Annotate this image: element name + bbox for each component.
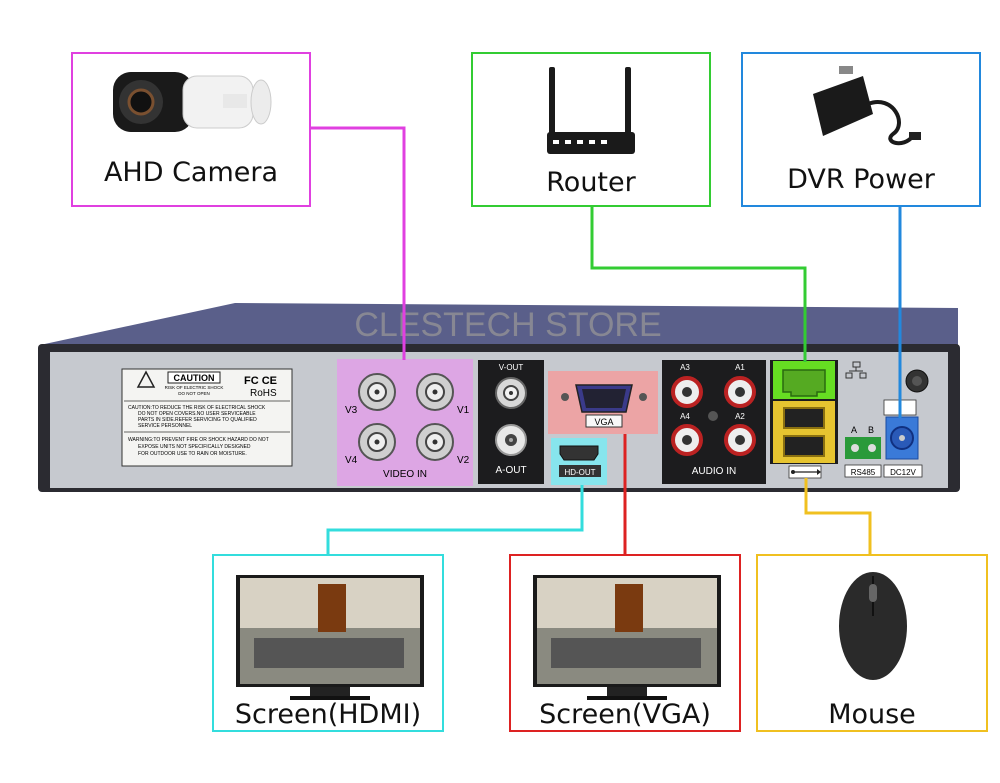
camera-icon bbox=[113, 72, 272, 132]
power-box: DVR Power bbox=[741, 52, 981, 207]
caution-title: CAUTION bbox=[174, 373, 215, 383]
v-out-label: V-OUT bbox=[499, 363, 524, 372]
usb-port-2 bbox=[783, 435, 825, 457]
v1-label: V1 bbox=[457, 405, 470, 416]
v-out-bnc-connector bbox=[495, 377, 527, 409]
caution-label: CAUTION RISK OF ELECTRIC SHOCK DO NOT OP… bbox=[121, 368, 293, 467]
rca-connector-a2 bbox=[724, 424, 756, 456]
mouse-icon bbox=[839, 572, 907, 680]
ground-icon bbox=[905, 369, 929, 393]
warning-line-2: FOR OUTDOOR USE TO RAIN OR MOISTURE. bbox=[138, 451, 247, 457]
panel-screw-icon bbox=[708, 411, 718, 421]
warning-triangle-icon bbox=[136, 370, 156, 388]
hdmi-connection-line bbox=[326, 485, 584, 555]
dvr-top-cover bbox=[40, 303, 958, 345]
hdmi-port bbox=[559, 445, 599, 461]
router-icon bbox=[547, 67, 635, 154]
screen-vga-box: Screen(VGA) bbox=[509, 554, 741, 732]
rca-connector-a3 bbox=[671, 376, 703, 408]
watermark-text: CLESTECH STORE bbox=[354, 306, 661, 344]
bnc-connector-v4 bbox=[358, 423, 396, 461]
warning-line-0: WARNING:TO PREVENT FIRE OR SHOCK HAZARD … bbox=[128, 437, 269, 443]
mouse-box: Mouse bbox=[756, 554, 988, 732]
a2-label: A2 bbox=[735, 412, 745, 421]
v3-label: V3 bbox=[345, 405, 358, 416]
video-in-label: VIDEO IN bbox=[383, 469, 427, 480]
monitor-icon bbox=[533, 575, 721, 700]
monitor-icon bbox=[236, 575, 424, 700]
screen-hdmi-label: Screen(HDMI) bbox=[234, 699, 422, 730]
camera-box: AHD Camera bbox=[71, 52, 311, 207]
rj45-port bbox=[782, 369, 826, 397]
router-box: Router bbox=[471, 52, 711, 207]
vga-port bbox=[561, 384, 647, 413]
rs485-label: RS485 bbox=[851, 468, 876, 477]
caution-line-2: PARTS IN SIDE.REFER SERVICING TO QUALIFI… bbox=[138, 417, 257, 423]
rca-connector-a1 bbox=[724, 376, 756, 408]
usb-symbol-icon bbox=[791, 469, 821, 475]
camera-label: AHD Camera bbox=[103, 157, 279, 188]
camera-connection-line bbox=[310, 126, 406, 360]
caution-line-1: DO NOT OPEN COVERS.NO USER SERVICEABLE bbox=[138, 411, 256, 417]
caution-sub1: RISK OF ELECTRIC SHOCK bbox=[165, 385, 224, 390]
rohs-mark: RoHS bbox=[250, 388, 277, 399]
video-in-highlight bbox=[337, 359, 473, 486]
usb-port-1 bbox=[783, 407, 825, 429]
audio-in-label: AUDIO IN bbox=[692, 466, 736, 477]
hdmi-highlight bbox=[551, 438, 607, 485]
bnc-connector-v3 bbox=[358, 373, 396, 411]
router-label: Router bbox=[546, 167, 636, 198]
power-adapter-icon bbox=[813, 66, 921, 146]
router-connection-line bbox=[590, 207, 807, 362]
caution-line-3: SERVICE PERSONNEL bbox=[138, 423, 192, 429]
a-out-label: A-OUT bbox=[495, 465, 526, 476]
power-label: DVR Power bbox=[787, 164, 935, 195]
warning-line-1: EXPOSE UNITS NOT SPECIFICALLY DESIGNED bbox=[138, 444, 251, 450]
rs485-b-label: B bbox=[868, 425, 874, 435]
v2-label: V2 bbox=[457, 455, 470, 466]
network-icon bbox=[845, 361, 867, 379]
usb-connection-line bbox=[804, 478, 872, 555]
bnc-connector-v2 bbox=[416, 423, 454, 461]
screen-hdmi-box: Screen(HDMI) bbox=[212, 554, 444, 732]
mouse-label: Mouse bbox=[828, 699, 916, 730]
bnc-connector-v1 bbox=[416, 373, 454, 411]
rs485-a-label: A bbox=[851, 425, 857, 435]
caution-line-0: CAUTION:TO REDUCE THE RISK OF ELECTRICAL… bbox=[128, 405, 266, 411]
a3-label: A3 bbox=[680, 363, 690, 372]
vga-label: VGA bbox=[594, 417, 613, 427]
dc12v-label: DC12V bbox=[890, 468, 916, 477]
screen-vga-label: Screen(VGA) bbox=[539, 699, 711, 730]
rca-connector-a4 bbox=[671, 424, 703, 456]
a1-label: A1 bbox=[735, 363, 745, 372]
a4-label: A4 bbox=[680, 412, 690, 421]
caution-sub2: DO NOT OPEN bbox=[178, 391, 209, 396]
fc-ce-mark: FC CE bbox=[244, 375, 277, 387]
v4-label: V4 bbox=[345, 455, 358, 466]
rs485-terminal bbox=[845, 437, 881, 459]
hd-out-label: HD-OUT bbox=[564, 468, 595, 477]
a-out-rca-connector bbox=[495, 424, 527, 456]
